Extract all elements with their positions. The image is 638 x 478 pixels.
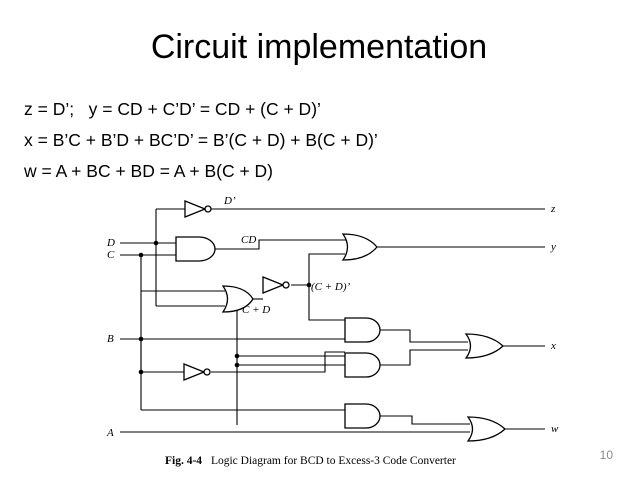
equation-x: x = B’C + B’D + BC’D’ = B’(C + D) + B(C … — [24, 130, 378, 150]
not-gate-d — [184, 200, 212, 218]
signal-label-cd: CD — [241, 234, 256, 246]
equation-z-y: z = D’; y = CD + C’D’ = CD + (C + D)’ — [24, 99, 321, 119]
input-label-b: B — [107, 333, 114, 345]
or-gate-w — [466, 416, 506, 442]
or-gate-x — [464, 333, 504, 359]
equation-w: w = A + BC + BD = A + B(C + D) — [24, 161, 274, 181]
not-gate-b — [183, 363, 211, 381]
output-label-x: x — [550, 340, 556, 352]
and-gate-b-c-or-d-not — [344, 317, 381, 343]
slide-number: 10 — [599, 448, 613, 462]
figure-caption-prefix: Fig. 4-4 — [165, 455, 202, 467]
figure-caption: Fig. 4-4 Logic Diagram for BCD to Excess… — [165, 455, 456, 467]
junction-dot — [306, 282, 312, 288]
junction-dot — [138, 369, 144, 375]
figure-caption-text: Logic Diagram for BCD to Excess-3 Code C… — [211, 455, 456, 467]
and-gate-b-c-or-d — [344, 403, 381, 429]
input-label-c: C — [107, 249, 115, 261]
signal-label-c-or-d-not: (C + D)’ — [311, 281, 351, 293]
junction-dot — [138, 336, 144, 342]
junction-dot — [153, 240, 159, 246]
junction-dot — [138, 252, 144, 258]
input-label-d: D — [106, 237, 115, 249]
or-gate-c-or-d — [221, 285, 254, 313]
junction-dot — [234, 353, 240, 359]
signal-label-d-not: D’ — [223, 195, 236, 207]
signal-label-c-or-d: C + D — [242, 304, 270, 316]
junction-dot — [234, 362, 240, 368]
output-label-w: w — [551, 423, 559, 435]
not-gate-c-or-d — [262, 276, 290, 294]
slide-title: Circuit implementation — [150, 28, 488, 66]
or-gate-y — [341, 233, 378, 261]
and-gate-b-not-c-or-d — [344, 352, 381, 378]
input-label-a: A — [106, 427, 114, 439]
output-label-y: y — [550, 241, 556, 253]
and-gate-cd — [175, 236, 216, 262]
output-label-z: z — [550, 203, 556, 215]
wires — [120, 208, 545, 433]
